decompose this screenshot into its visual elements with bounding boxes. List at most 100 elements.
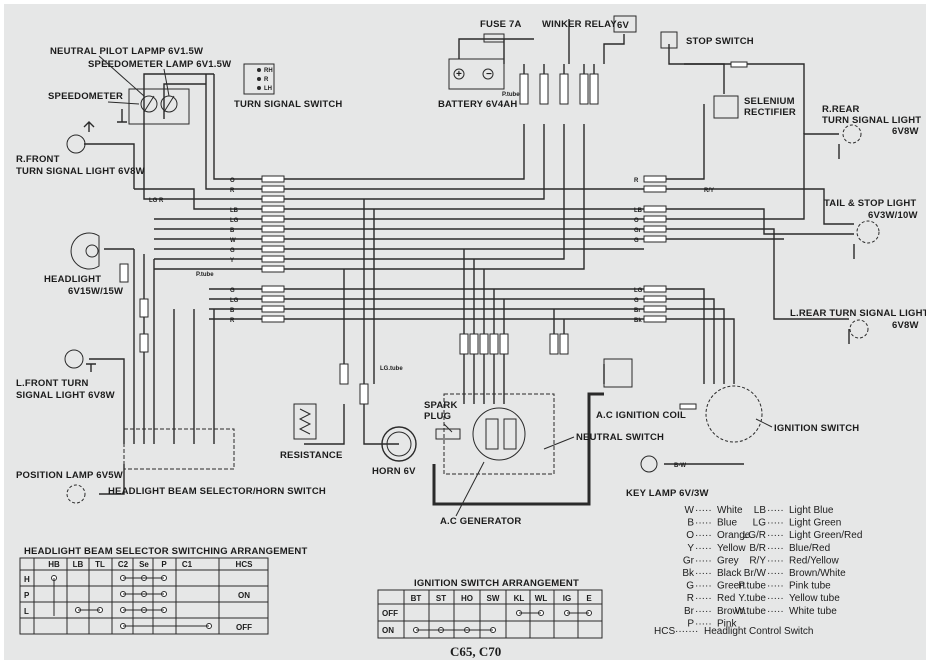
legend-dots: ····· bbox=[767, 555, 784, 566]
legend-code: Gr bbox=[683, 555, 695, 566]
legend-code: R/Y bbox=[749, 555, 766, 566]
legend-name: Pink tube bbox=[789, 581, 831, 592]
selenium-rectifier-symbol bbox=[713, 95, 739, 119]
tail-stop-light-symbol bbox=[856, 220, 880, 244]
wire-tag: B bbox=[230, 228, 235, 234]
legend-name: Brown bbox=[717, 606, 745, 617]
legend-code: P.tube bbox=[738, 581, 766, 592]
wiring-harness bbox=[84, 19, 855, 506]
wire-tag: R bbox=[230, 318, 235, 324]
winker-relay-symbol: 6V bbox=[613, 15, 637, 33]
wire-tag: LG bbox=[230, 218, 239, 224]
ign-row-label: ON bbox=[382, 626, 394, 635]
winker-relay-voltage: 6V bbox=[617, 20, 629, 31]
wire-tag: P.tube bbox=[196, 272, 214, 278]
wire-tag: B-W bbox=[674, 463, 686, 469]
beam-col-header: C2 bbox=[118, 560, 129, 569]
svg-text:RH: RH bbox=[264, 68, 273, 74]
stop-switch-symbol bbox=[660, 31, 678, 49]
legend-code: W bbox=[685, 505, 695, 516]
legend-dots: ····· bbox=[767, 543, 784, 554]
legend-name: Light Green bbox=[789, 518, 841, 529]
wire-tag: G bbox=[634, 238, 639, 244]
beam-table-title: HEADLIGHT BEAM SELECTOR SWITCHING ARRANG… bbox=[24, 546, 307, 557]
l-rear-turn-light-symbol bbox=[849, 319, 869, 339]
legend-dots: ····· bbox=[695, 505, 712, 516]
wire-tag: O bbox=[230, 178, 235, 184]
beam-col-header: P bbox=[161, 560, 167, 569]
position-lamp-symbol bbox=[66, 484, 86, 504]
ac-ignition-coil-label: A.C IGNITION COIL bbox=[596, 410, 686, 421]
legend-dots: ····· bbox=[767, 505, 784, 516]
battery-symbol: + − bbox=[448, 58, 505, 90]
wire-tag: P.tube bbox=[502, 92, 520, 98]
legend-dots: ····· bbox=[695, 518, 712, 529]
legend-dots: ····· bbox=[695, 543, 712, 554]
svg-text:−: − bbox=[486, 69, 492, 80]
legend-name: Black bbox=[717, 568, 742, 579]
l-rear-label-1: L.REAR TURN SIGNAL LIGHT bbox=[790, 308, 926, 319]
wire-tag: W bbox=[230, 238, 236, 244]
turn-signal-switch-symbol: RH R LH bbox=[243, 63, 275, 95]
color-legend-left: W·····WhiteB·····BlueO·····OrangeY·····Y… bbox=[682, 505, 750, 629]
r-front-turn-light-symbol bbox=[66, 121, 95, 154]
ign-table-title: IGNITION SWITCH ARRANGEMENT bbox=[414, 578, 579, 589]
wire-tag: O bbox=[634, 218, 639, 224]
legend-dots: ····· bbox=[695, 568, 712, 579]
legend-code: P bbox=[687, 618, 694, 629]
svg-text:R: R bbox=[264, 77, 269, 83]
headlight-symbol bbox=[70, 232, 100, 270]
legend-name: Blue/Red bbox=[789, 543, 830, 554]
spark-plug-label-1: SPARK bbox=[424, 400, 458, 411]
legend-dots: ····· bbox=[767, 606, 784, 617]
beam-row-hcs: ON bbox=[238, 591, 250, 600]
legend-dots: ····· bbox=[695, 606, 712, 617]
legend-hcs-name: Headlight Control Switch bbox=[704, 626, 814, 637]
legend-name: Yellow bbox=[717, 543, 746, 554]
beam-row-label: P bbox=[24, 591, 30, 600]
legend-hcs-code: HCS bbox=[654, 626, 675, 637]
beam-row-label: L bbox=[24, 607, 29, 616]
legend-name: White bbox=[717, 505, 743, 516]
speedometer-lamp-label: SPEEDOMETER LAMP 6V1.5W bbox=[88, 59, 231, 70]
ign-col-header: ST bbox=[436, 594, 446, 603]
beam-col-header: HB bbox=[48, 560, 60, 569]
legend-dots: ····· bbox=[767, 568, 784, 579]
legend-dots: ····· bbox=[695, 530, 712, 541]
horn-label: HORN 6V bbox=[372, 466, 416, 477]
legend-dots: ····· bbox=[767, 593, 784, 604]
resistance-symbol bbox=[293, 403, 317, 440]
ign-col-header: E bbox=[586, 594, 592, 603]
wire-tag: B bbox=[230, 308, 235, 314]
legend-code: W.tube bbox=[735, 606, 767, 617]
ignition-coil-symbol bbox=[603, 358, 633, 388]
legend-code: B/R bbox=[749, 543, 766, 554]
legend-dots: ····· bbox=[695, 593, 712, 604]
legend-name: Grey bbox=[717, 555, 739, 566]
wire-tags: O R LG R LB LG B W G Y P.tube G LG B R R… bbox=[149, 92, 714, 469]
legend-dots: ····· bbox=[767, 581, 784, 592]
beam-col-header: C1 bbox=[182, 560, 193, 569]
horn-symbol bbox=[381, 426, 417, 462]
l-front-label-2: SIGNAL LIGHT 6V8W bbox=[16, 390, 115, 401]
turn-signal-switch-label: TURN SIGNAL SWITCH bbox=[234, 99, 342, 110]
connector-sleeves bbox=[119, 61, 748, 410]
wire-tag: Y bbox=[230, 258, 234, 264]
legend-name: Pink bbox=[717, 618, 737, 629]
beam-switch-dots bbox=[51, 575, 212, 629]
legend-code: Y.tube bbox=[738, 593, 766, 604]
legend-name: Brown/White bbox=[789, 568, 846, 579]
legend-code: B bbox=[687, 518, 694, 529]
speedometer-symbol bbox=[117, 88, 190, 125]
legend-code: O bbox=[686, 530, 694, 541]
legend-hcs-dots: ······· bbox=[675, 626, 698, 637]
l-rear-label-2: 6V8W bbox=[892, 320, 919, 331]
selenium-label-1: SELENIUM bbox=[744, 96, 795, 107]
legend-name: White tube bbox=[789, 606, 837, 617]
speedometer-label: SPEEDOMETER bbox=[48, 91, 123, 102]
legend-name: Orange bbox=[717, 530, 751, 541]
stop-switch-label: STOP SWITCH bbox=[686, 36, 754, 47]
beam-col-header: LB bbox=[73, 560, 84, 569]
